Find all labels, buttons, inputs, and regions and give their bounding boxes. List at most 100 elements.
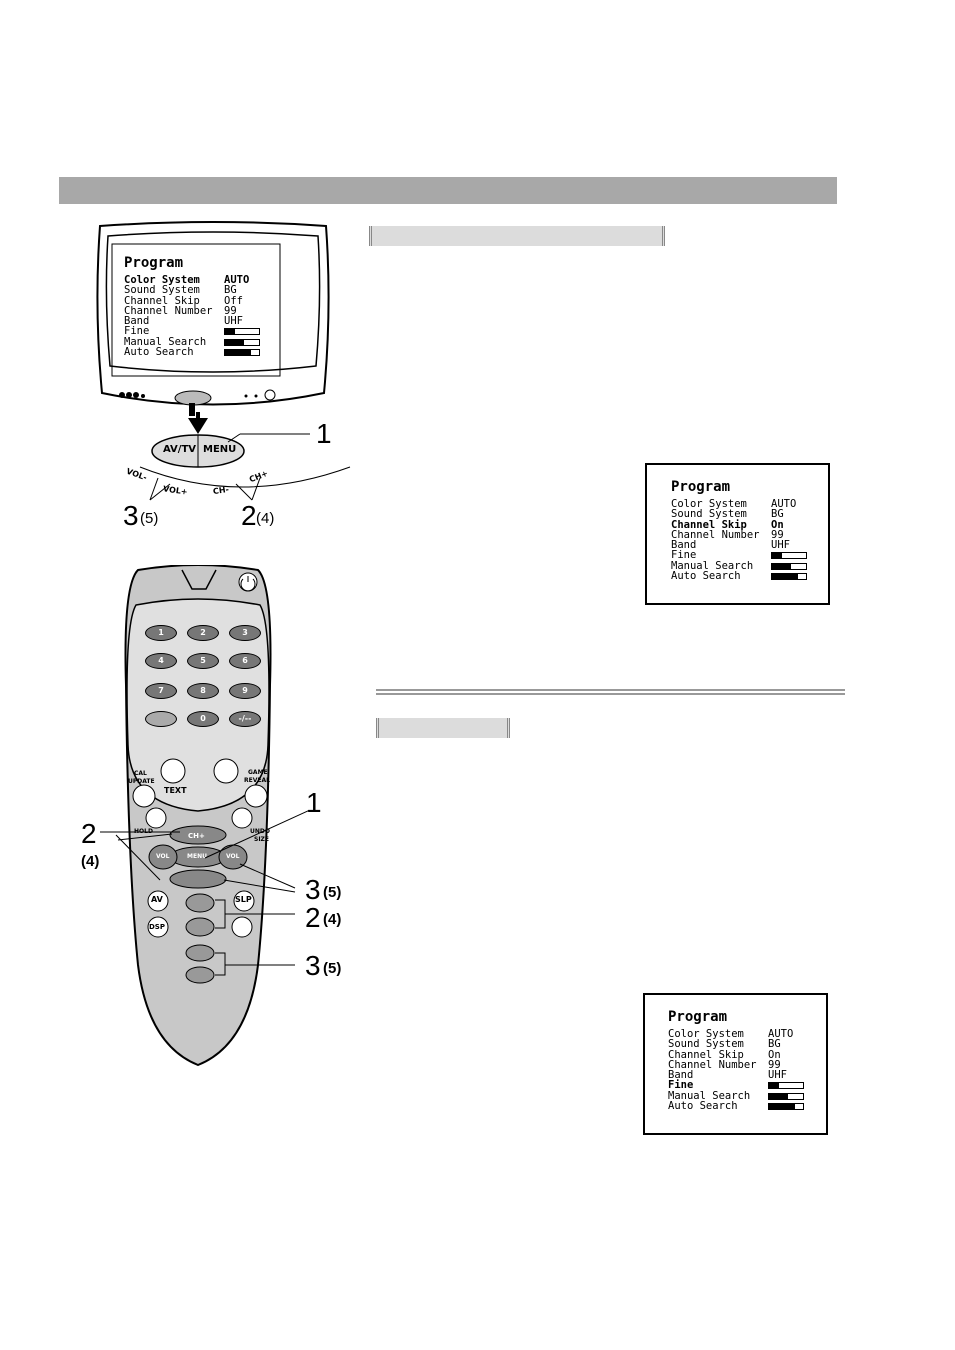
osd-item-level-bar [224, 338, 260, 346]
remote-teletext-key[interactable] [145, 711, 177, 727]
remote-key-7[interactable]: 7 [145, 683, 177, 699]
osd-menu-item: Band UHF [124, 315, 284, 328]
osd-menu-item: Manual Search [668, 1089, 826, 1102]
osd-item-level-bar [768, 1082, 804, 1090]
remote-callout-3-upper-paren: (5) [323, 884, 342, 901]
subsection-bar-1 [369, 226, 665, 246]
remote-callout-3-lower: 3 [305, 950, 321, 981]
osd-item-label: Manual Search [671, 559, 754, 572]
osd-item-label: Fine [671, 549, 697, 562]
osd-menu-item: Channel Skip On [671, 518, 828, 531]
osd-item-value: BG [224, 284, 237, 297]
front-panel-diagram [139, 412, 351, 501]
remote-key-6[interactable]: 6 [229, 653, 261, 669]
osd-item-label: Channel Skip [124, 294, 200, 307]
remote-key-9[interactable]: 9 [229, 683, 261, 699]
remote-callout-3-upper: 3 [305, 874, 321, 905]
remote-key-0[interactable]: 0 [187, 711, 219, 727]
osd-item-level-bar [771, 552, 807, 560]
osd-item-label: Channel Number [668, 1058, 757, 1071]
vol-plus-button[interactable]: VOL [226, 853, 240, 860]
osd-item-label: Fine [124, 325, 150, 338]
undo-label: UNDO [250, 828, 270, 835]
menu-button[interactable]: MENU [203, 444, 237, 455]
osd-item-value: UHF [224, 315, 243, 328]
osd-item-label: Manual Search [668, 1089, 751, 1102]
remote-key-5[interactable]: 5 [187, 653, 219, 669]
osd-menu-item: Manual Search [124, 335, 284, 348]
callout-3: 3 [123, 500, 139, 531]
osd-item-value: Off [224, 294, 243, 307]
vol-minus-button[interactable]: VOL [156, 853, 170, 860]
osd-item-value: On [771, 518, 784, 531]
slp-button[interactable]: SLP [235, 895, 252, 904]
osd-item-label: Band [671, 539, 697, 552]
subsection-bar-2 [376, 718, 510, 738]
osd-item-label: Color System [671, 498, 747, 510]
osd-item-value: On [768, 1048, 781, 1061]
osd-menu-item: Auto Search [671, 571, 828, 581]
osd-item-value: UHF [768, 1069, 787, 1082]
osd-item-value: AUTO [224, 274, 250, 286]
osd-item-label: Manual Search [124, 335, 207, 348]
remote-key-4[interactable]: 4 [145, 653, 177, 669]
callout-1: 1 [316, 418, 332, 449]
text-label: TEXT [164, 786, 187, 795]
osd-item-level-bar [771, 573, 807, 581]
section-divider [376, 689, 845, 695]
osd-item-label: Auto Search [124, 346, 194, 359]
remote-key-1[interactable]: 1 [145, 625, 177, 641]
osd-menu-item: Manual Search [671, 559, 828, 572]
osd-item-label: Sound System [668, 1038, 744, 1051]
osd-item-label: Channel Skip [668, 1048, 744, 1061]
osd-item-label: Band [668, 1069, 694, 1082]
osd-item-level-bar [768, 1103, 804, 1111]
osd-item-label: Auto Search [671, 570, 741, 583]
osd-menu-item: Channel Number 99 [668, 1058, 826, 1071]
dsp-button[interactable]: DSP [149, 923, 165, 931]
osd-item-level-bar [771, 562, 807, 570]
cal-label: CAL [134, 770, 147, 777]
osd-item-value: BG [771, 508, 784, 521]
av-button[interactable]: AV [151, 895, 163, 904]
remote-callout-3-lower-paren: (5) [323, 960, 342, 977]
remote-callout-2-right-paren: (4) [323, 911, 342, 928]
osd-menu-item: Color System AUTO [671, 498, 828, 510]
remote-key--/--[interactable]: -/-- [229, 711, 261, 727]
osd-item-value: AUTO [768, 1028, 794, 1040]
osd-item-value: UHF [771, 539, 790, 552]
osd-item-value: 99 [768, 1058, 781, 1071]
remote-callout-1: 1 [306, 787, 322, 818]
osd-box-2-title: Program [668, 1009, 728, 1025]
osd-item-label: Color System [124, 274, 200, 286]
osd-item-label: Auto Search [668, 1100, 738, 1113]
tv-illustration [96, 221, 330, 416]
remote-menu-button[interactable]: MENU [187, 853, 207, 860]
osd-item-label: Band [124, 315, 150, 328]
tv-osd-title: Program [124, 255, 184, 271]
ch-plus-button[interactable]: CH+ [188, 832, 205, 840]
osd-menu-item: Auto Search [124, 347, 284, 357]
remote-key-8[interactable]: 8 [187, 683, 219, 699]
remote-key-3[interactable]: 3 [229, 625, 261, 641]
update-label: UPDATE [128, 778, 155, 785]
osd-item-value: 99 [771, 528, 784, 541]
osd-item-label: Channel Skip [671, 518, 747, 531]
size-label: SIZE [254, 836, 270, 843]
remote-key-2[interactable]: 2 [187, 625, 219, 641]
game-label: GAME [248, 769, 268, 776]
callout-2-paren: (4) [256, 510, 275, 527]
osd-menu-item: Fine [671, 549, 828, 562]
osd-item-level-bar [768, 1092, 804, 1100]
osd-box-1-title: Program [671, 479, 731, 495]
avtv-button[interactable]: AV/TV [163, 444, 197, 455]
osd-item-value: AUTO [771, 498, 797, 510]
osd-menu-item: Channel Skip On [668, 1048, 826, 1061]
